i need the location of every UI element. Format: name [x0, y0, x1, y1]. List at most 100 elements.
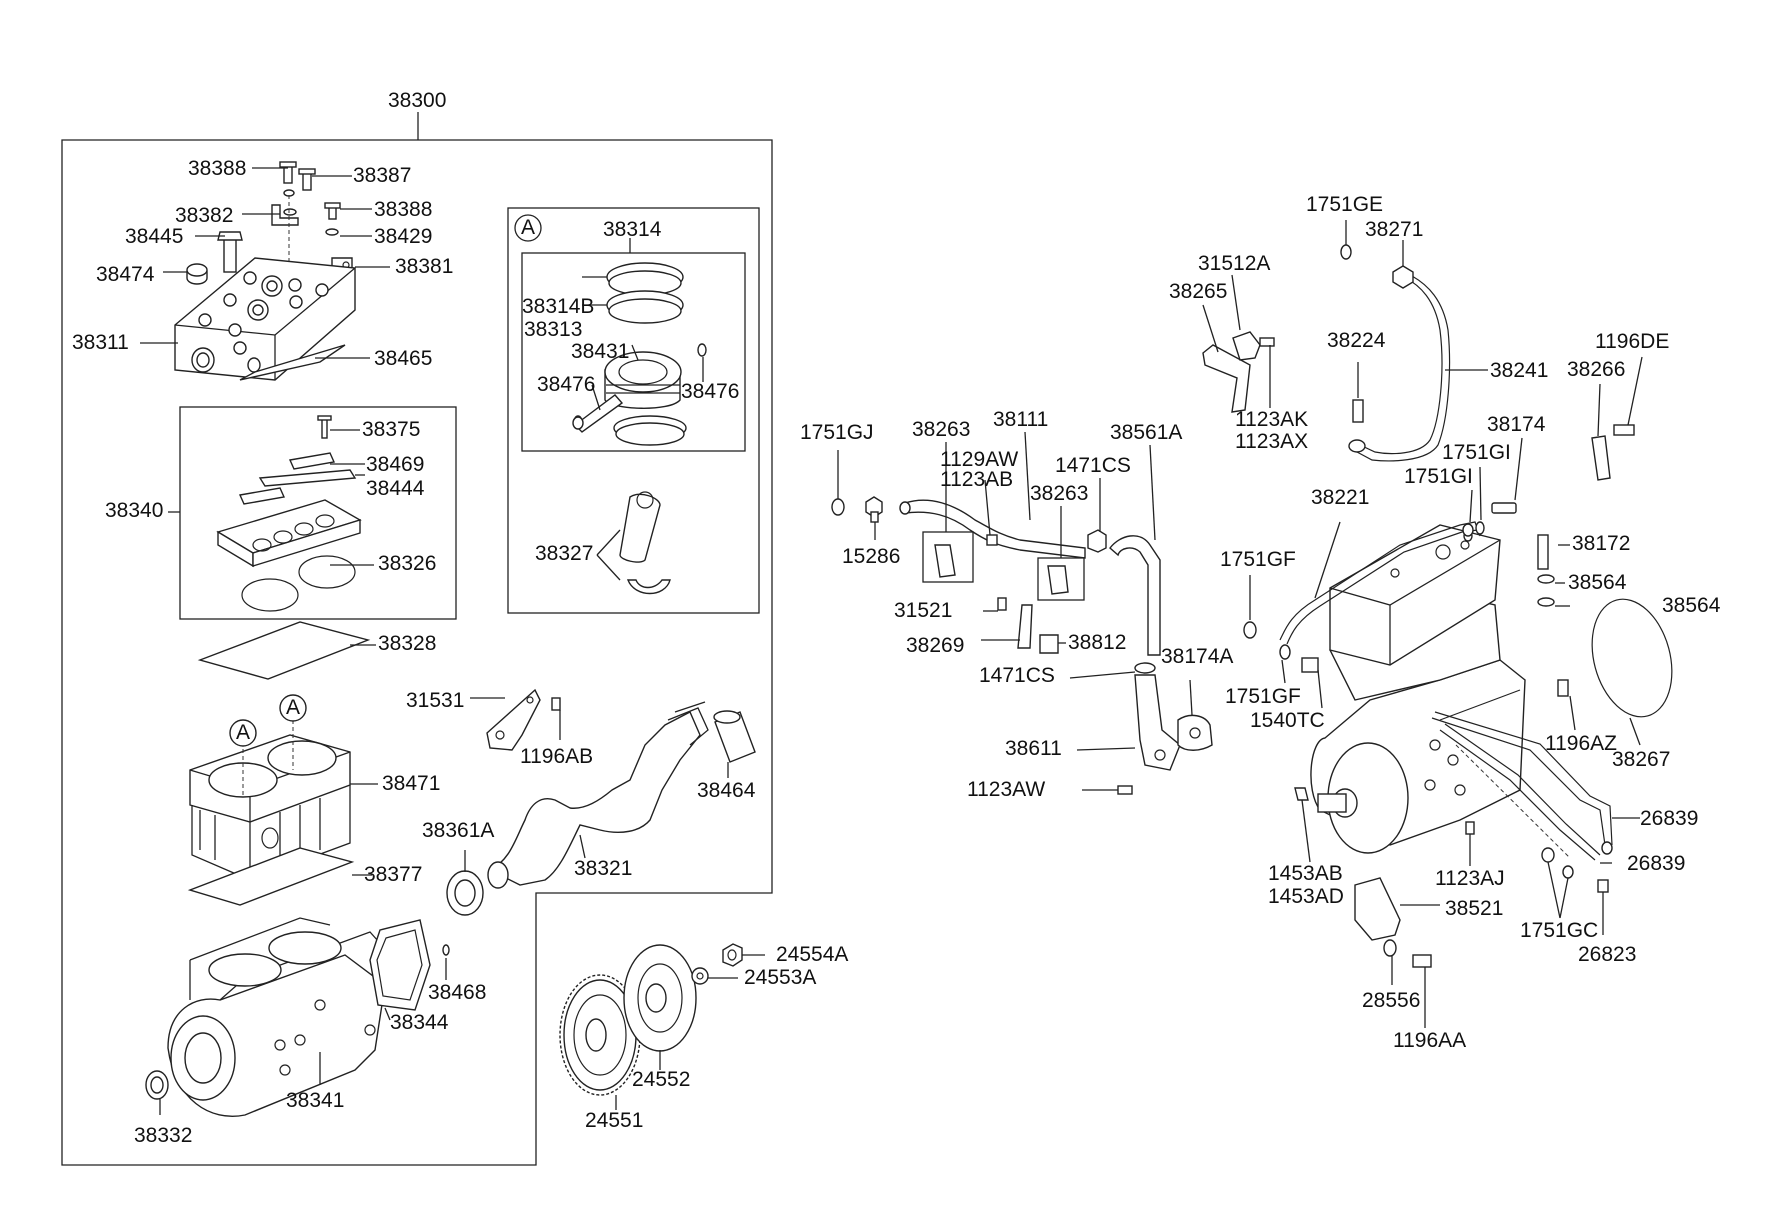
washer-1751GC — [1541, 847, 1555, 863]
o-ring-38267 — [1591, 598, 1673, 718]
bolt-38172 — [1537, 534, 1549, 570]
cylinder-head-38311 — [174, 257, 356, 381]
callout-38611: 38611 — [1005, 737, 1062, 760]
callout-38111: 38111 — [993, 408, 1049, 431]
washer-38564a — [1537, 574, 1555, 584]
callout-38340: 38340 — [105, 499, 164, 522]
cylinder-marker-A-left: A — [236, 721, 251, 744]
washer-1751GI — [1462, 523, 1474, 537]
callout-38314: 38314 — [603, 218, 662, 241]
callout-38271: 38271 — [1365, 218, 1424, 241]
callout-1471CS-b: 1471CS — [979, 664, 1055, 687]
callout-38469: 38469 — [366, 453, 425, 476]
callout-38328: 38328 — [378, 632, 437, 655]
seal-38361A — [446, 870, 484, 916]
callout-1751GI: 1751GI — [1442, 441, 1511, 464]
callout-38375: 38375 — [362, 418, 421, 441]
callout-38344: 38344 — [390, 1011, 449, 1034]
clamp-1471CS — [1134, 662, 1156, 674]
nut-24554A — [722, 943, 743, 967]
bracket-38266 — [1591, 435, 1611, 481]
callout-38313: 38313 — [524, 318, 583, 341]
callout-38266: 38266 — [1567, 358, 1626, 381]
callout-38267: 38267 — [1612, 748, 1671, 771]
fitting-1540TC — [1301, 657, 1319, 673]
bracket-31531 — [486, 688, 561, 751]
hub-24552 — [623, 944, 697, 1052]
detail-box-A — [507, 207, 760, 614]
pipe-38111 — [899, 499, 1107, 559]
callout-1123AK: 1123AK — [1235, 408, 1309, 431]
bolt-38224 — [1352, 399, 1364, 423]
pipe-38241 — [1348, 265, 1451, 462]
seal-38332 — [145, 1070, 169, 1100]
bolt-31521 — [997, 597, 1007, 611]
callout-1751GI-b: 1751GI — [1404, 465, 1473, 488]
bracket-38265 — [1202, 331, 1275, 413]
washer-24553A — [691, 967, 709, 985]
callout-26839-b: 26839 — [1627, 852, 1686, 875]
washer-1751GF — [1243, 621, 1257, 639]
callout-38377: 38377 — [364, 863, 423, 886]
bolt-1196AA — [1412, 954, 1432, 968]
washer-28556 — [1383, 939, 1397, 957]
callout-38521: 38521 — [1445, 897, 1504, 920]
callout-26839: 26839 — [1640, 807, 1699, 830]
gear-24551 — [559, 974, 641, 1096]
callout-1453AD: 1453AD — [1268, 885, 1344, 908]
callout-1751GJ: 1751GJ — [800, 421, 874, 444]
callout-38465: 38465 — [374, 347, 433, 370]
callout-24552: 24552 — [632, 1068, 691, 1091]
gasket-38328 — [197, 621, 371, 680]
callout-38476-b: 38476 — [681, 380, 740, 403]
callout-38561A: 38561A — [1110, 421, 1183, 444]
callout-38263: 38263 — [912, 418, 971, 441]
callout-15286: 15286 — [842, 545, 901, 568]
washer-1751GIb — [1475, 521, 1485, 535]
bolt-1123AJ — [1465, 821, 1475, 835]
callout-1751GE: 1751GE — [1306, 193, 1384, 216]
callout-detail-marker-A: A — [521, 216, 536, 239]
callout-38431: 38431 — [571, 340, 630, 363]
callout-38388: 38388 — [188, 157, 247, 180]
callout-38263-b: 38263 — [1030, 482, 1089, 505]
callout-38445: 38445 — [125, 225, 184, 248]
callout-38812: 38812 — [1068, 631, 1127, 654]
callout-1453AB: 1453AB — [1268, 862, 1343, 885]
bushing-38464 — [713, 710, 756, 763]
callout-38332: 38332 — [134, 1124, 193, 1147]
callout-1196AA: 1196AA — [1393, 1029, 1467, 1052]
gasket-38174A — [1177, 714, 1213, 751]
callout-38221: 38221 — [1311, 486, 1370, 509]
callout-31521: 31521 — [894, 599, 953, 622]
bolt-1196DE — [1613, 424, 1635, 436]
callout-38444: 38444 — [366, 477, 425, 500]
callout-1129AW: 1129AW — [940, 448, 1019, 471]
callout-38382: 38382 — [175, 204, 234, 227]
callout-1751GF: 1751GF — [1220, 548, 1296, 571]
crankshaft-38321 — [487, 701, 709, 889]
cylinder-marker-A-right: A — [286, 696, 301, 719]
gasket-38377 — [187, 847, 355, 906]
bolt-1196AZ — [1557, 679, 1569, 697]
elbow-38611 — [1134, 674, 1181, 771]
callout-28556: 28556 — [1362, 989, 1421, 1012]
washer-1751GE — [1340, 244, 1352, 260]
hose-38561A — [1109, 535, 1161, 656]
bracket-38521 — [1354, 877, 1401, 941]
callout-38241: 38241 — [1490, 359, 1549, 382]
callout-1751GF-b: 1751GF — [1225, 685, 1301, 708]
valve-plate-box-38340 — [179, 406, 457, 620]
callout-38326: 38326 — [378, 552, 437, 575]
bolt-26823 — [1597, 879, 1609, 893]
pipe-26839 — [1431, 711, 1613, 861]
callout-38564: 38564 — [1568, 571, 1627, 594]
callout-31531: 31531 — [406, 689, 465, 712]
callout-38474: 38474 — [96, 263, 155, 286]
washer-1751GFb — [1279, 644, 1291, 660]
callout-38311: 38311 — [72, 331, 129, 354]
callout-38314B: 38314B — [522, 295, 595, 318]
bolt-38174 — [1491, 502, 1517, 514]
